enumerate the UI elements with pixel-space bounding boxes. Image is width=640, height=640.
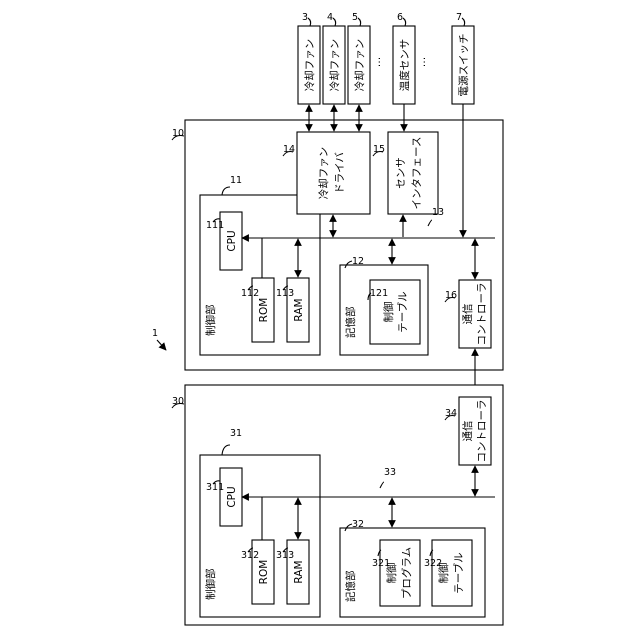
ref-table-322: 322 bbox=[424, 558, 442, 569]
ref-cpu-311: 311 bbox=[206, 482, 224, 493]
peripheral-temperature-sensor: 温度センサ bbox=[393, 26, 415, 104]
ref-bus-33: 33 bbox=[384, 467, 396, 478]
device-10: 10 制御部 11 CPU 111 ROM 112 RAM 113 記憶部 12… bbox=[172, 120, 503, 370]
svg-text:冷却ファン: 冷却ファン bbox=[328, 39, 341, 92]
svg-text:通信: 通信 bbox=[462, 304, 474, 325]
peripheral-power-switch: 電源スイッチ bbox=[452, 26, 474, 104]
svg-text:冷却ファン: 冷却ファン bbox=[317, 147, 330, 200]
svg-text:制御: 制御 bbox=[382, 302, 395, 323]
svg-text:冷却ファン: 冷却ファン bbox=[303, 39, 316, 92]
ref-ram-113: 113 bbox=[276, 288, 294, 299]
svg-text:RAM: RAM bbox=[293, 560, 305, 583]
ref-rom-312: 312 bbox=[241, 550, 259, 561]
svg-text:コントローラ: コントローラ bbox=[476, 283, 488, 346]
ref-fan-1: 3 bbox=[302, 12, 308, 23]
svg-text:CPU: CPU bbox=[226, 230, 238, 251]
ref-fan-3: 5 bbox=[352, 12, 358, 23]
ref-ram-313: 313 bbox=[276, 550, 294, 561]
ref-control-11: 11 bbox=[230, 175, 242, 186]
svg-text:CPU: CPU bbox=[226, 486, 238, 507]
ref-temp-sensor: 6 bbox=[397, 12, 403, 23]
ref-fan-2: 4 bbox=[327, 12, 333, 23]
svg-text:インタフェース: インタフェース bbox=[411, 137, 423, 210]
svg-text:プログラム: プログラム bbox=[400, 547, 413, 599]
ref-control-31: 31 bbox=[230, 428, 242, 439]
svg-text:通信: 通信 bbox=[462, 421, 474, 442]
svg-text:コントローラ: コントローラ bbox=[476, 400, 488, 463]
ref-storage-32: 32 bbox=[352, 519, 364, 530]
peripheral-cooling-fan-2: 冷却ファン bbox=[323, 26, 345, 104]
control-unit-label-bottom: 制御部 bbox=[204, 569, 217, 601]
peripheral-cooling-fan-3: 冷却ファン bbox=[348, 26, 370, 104]
ref-rom-112: 112 bbox=[241, 288, 259, 299]
svg-text:センサ: センサ bbox=[395, 157, 407, 189]
ref-power-switch: 7 bbox=[456, 12, 462, 23]
sensor-ellipsis: … bbox=[416, 57, 428, 68]
fan-ellipsis: … bbox=[371, 57, 383, 68]
svg-text:温度センサ: 温度センサ bbox=[398, 39, 411, 92]
svg-text:テーブル: テーブル bbox=[396, 291, 409, 332]
device-30: 30 制御部 31 CPU 311 ROM 312 RAM 313 記憶部 32… bbox=[172, 385, 503, 625]
storage-unit-label: 記憶部 bbox=[344, 307, 357, 339]
svg-text:RAM: RAM bbox=[293, 298, 305, 321]
svg-text:冷却ファン: 冷却ファン bbox=[353, 39, 366, 92]
svg-text:ROM: ROM bbox=[258, 560, 270, 585]
ref-system: 1 bbox=[152, 328, 158, 339]
ref-storage-12: 12 bbox=[352, 256, 364, 267]
ref-table-121: 121 bbox=[370, 288, 388, 299]
ref-program-321: 321 bbox=[372, 558, 390, 569]
ref-bus-13: 13 bbox=[432, 207, 444, 218]
svg-text:テーブル: テーブル bbox=[452, 552, 465, 593]
svg-text:電源スイッチ: 電源スイッチ bbox=[457, 34, 470, 97]
control-unit-label: 制御部 bbox=[204, 305, 217, 337]
svg-text:ROM: ROM bbox=[258, 298, 270, 323]
svg-text:ドライバ: ドライバ bbox=[334, 152, 346, 194]
storage-unit-label-bottom: 記憶部 bbox=[344, 571, 357, 603]
peripheral-cooling-fan-1: 冷却ファン bbox=[298, 26, 320, 104]
ref-cpu-111: 111 bbox=[206, 220, 224, 231]
